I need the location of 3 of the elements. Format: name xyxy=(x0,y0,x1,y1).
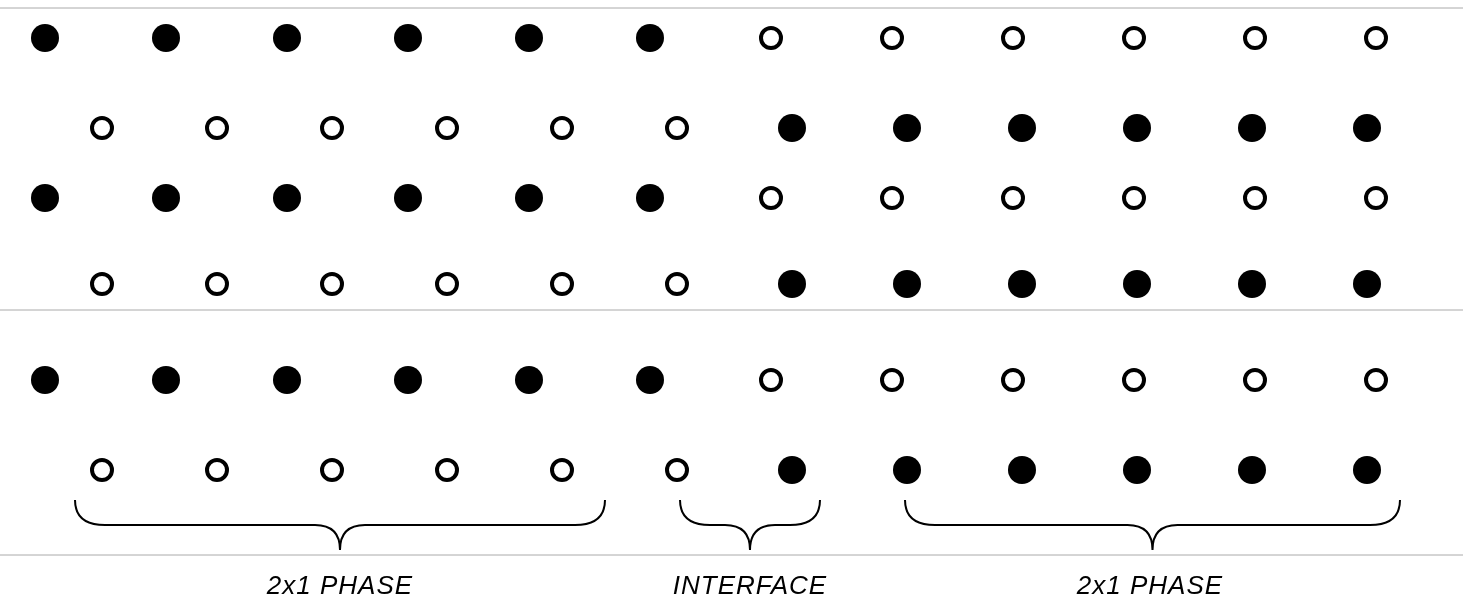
region-label: INTERFACE xyxy=(672,570,828,601)
region-label: 2x1 PHASE xyxy=(1076,570,1224,601)
region-label: 2x1 PHASE xyxy=(266,570,414,601)
